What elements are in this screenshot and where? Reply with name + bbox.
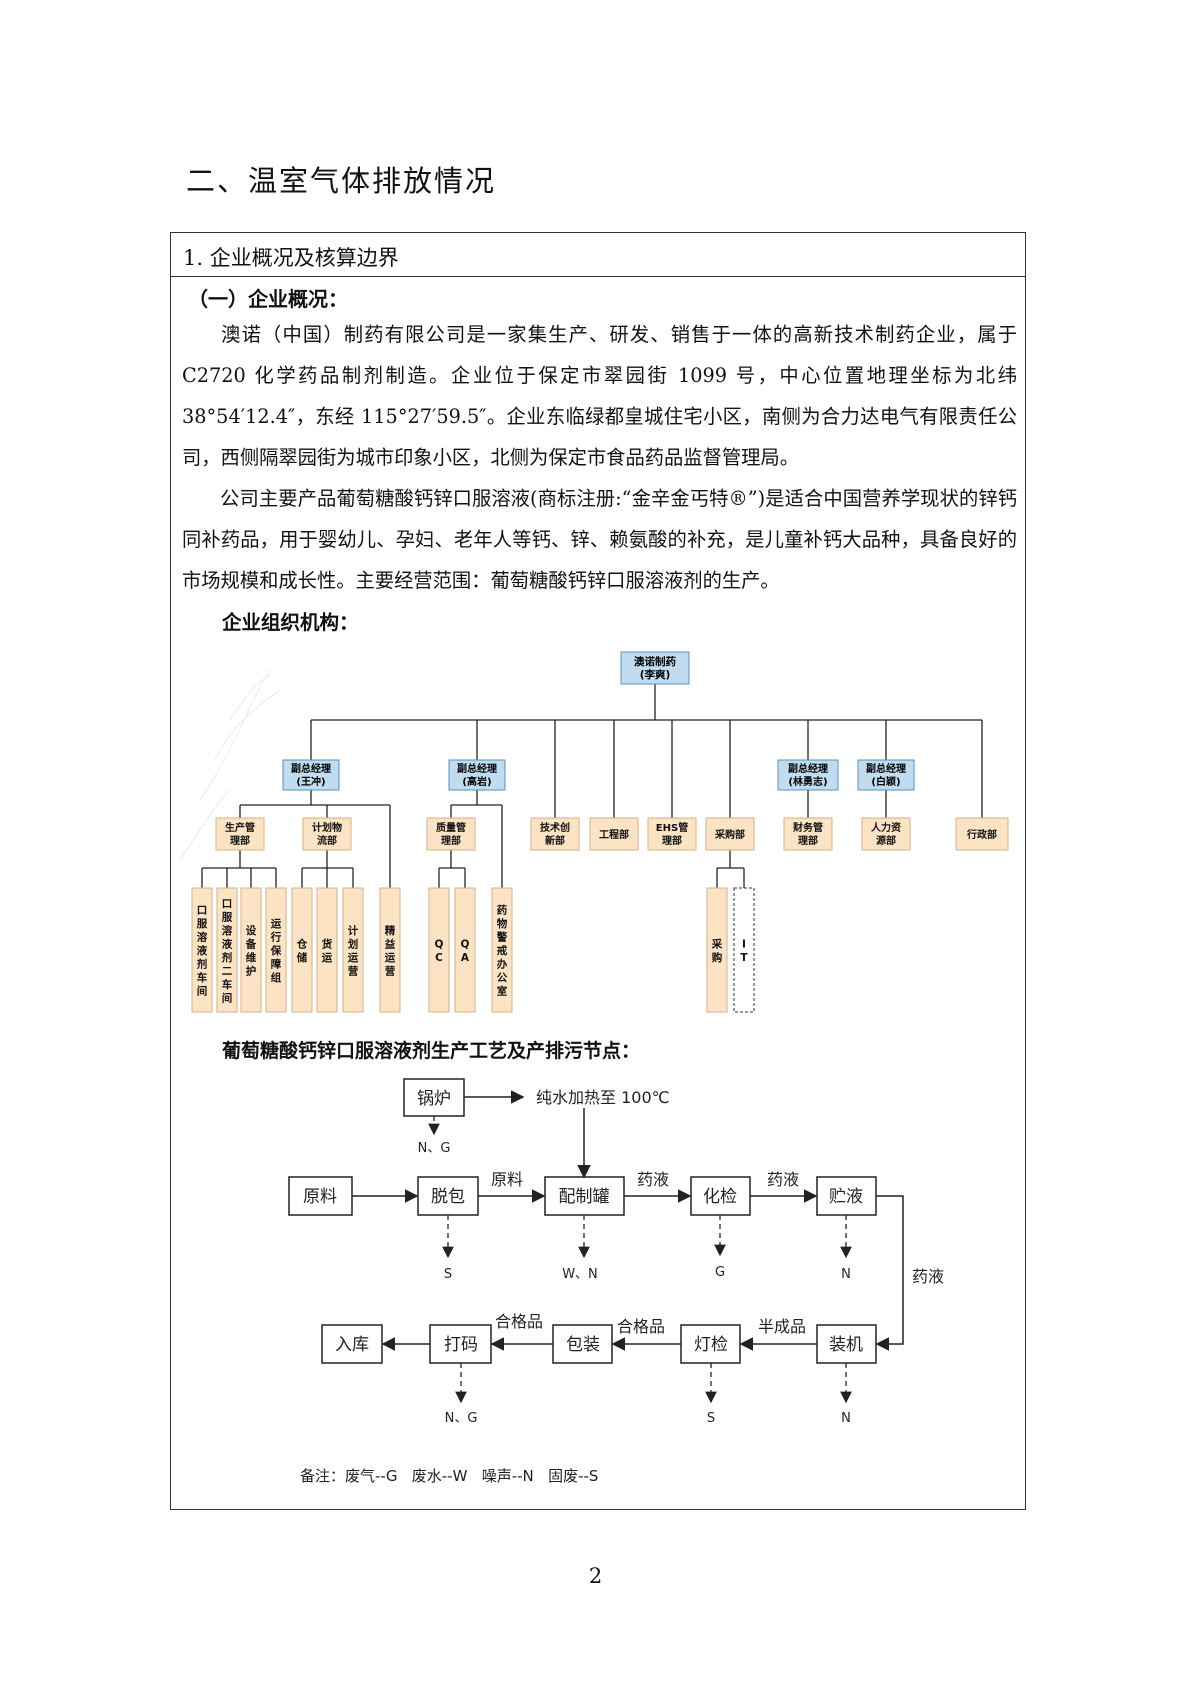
process-flow-label: 葡萄糖酸钙锌口服溶液剂生产工艺及产排污节点： [222, 1040, 641, 1062]
paragraph-1-text: 澳诺（中国）制药有限公司是一家集生产、研发、销售于一体的高新技术制药企业，属于 … [182, 323, 1017, 469]
company-overview-paragraph: 澳诺（中国）制药有限公司是一家集生产、研发、销售于一体的高新技术制药企业，属于 … [182, 314, 1017, 478]
box-title: 1. 企业概况及核算边界 [183, 246, 399, 270]
product-paragraph: 公司主要产品葡萄糖酸钙锌口服溶液(商标注册:“金辛金丐特®”)是适合中国营养学现… [182, 478, 1017, 601]
page-number: 2 [588, 1564, 603, 1588]
subsection-title: （一）企业概况： [188, 287, 348, 311]
section-title: 二、温室气体排放情况 [186, 164, 497, 198]
org-structure-label: 企业组织机构： [222, 611, 359, 634]
content-frame: 1. 企业概况及核算边界 [170, 232, 1026, 1510]
paragraph-2-text: 公司主要产品葡萄糖酸钙锌口服溶液(商标注册:“金辛金丐特®”)是适合中国营养学现… [182, 487, 1017, 592]
frame-header: 1. 企业概况及核算边界 [171, 233, 1025, 277]
